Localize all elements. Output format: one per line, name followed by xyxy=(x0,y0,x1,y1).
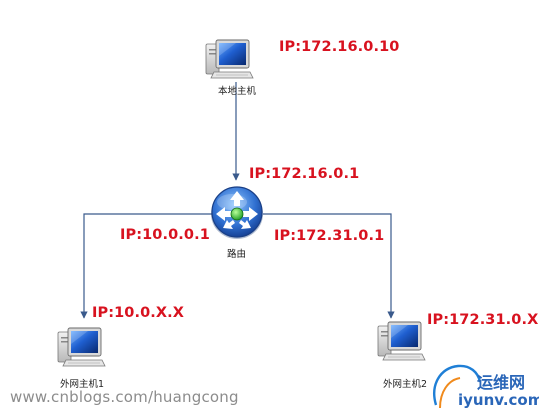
external-host-1-computer-icon xyxy=(57,327,106,367)
router-icon xyxy=(211,186,263,239)
link-router-to-external-2 xyxy=(263,213,395,319)
local-host-name-label: 本地主机 xyxy=(218,86,257,97)
external-host-1-name-label: 外网主机1 xyxy=(60,379,105,390)
router-right-ip-label: IP:172.31.0.1 xyxy=(274,228,385,244)
local-host-ip-label: IP:172.16.0.10 xyxy=(279,39,400,55)
logo-domain-text: iyunv.com xyxy=(458,391,539,409)
external-host-2-ip-label: IP:172.31.0.X xyxy=(427,312,539,328)
router-top-ip-label: IP:172.16.0.1 xyxy=(249,166,360,182)
iyunv-logo-icon xyxy=(433,364,482,409)
router-name-label: 路由 xyxy=(227,249,247,260)
external-host-2-computer-icon xyxy=(377,321,426,361)
external-host-1-ip-label: IP:10.0.X.X xyxy=(92,305,185,321)
external-host-2-name-label: 外网主机2 xyxy=(383,379,428,390)
router-left-ip-label: IP:10.0.0.1 xyxy=(120,227,210,243)
link-router-to-external-1 xyxy=(80,213,212,319)
blog-watermark: www.cnblogs.com/huangcong xyxy=(10,388,239,406)
local-host-computer-icon xyxy=(205,39,254,79)
logo-chinese-text: 运维网 xyxy=(477,373,526,392)
